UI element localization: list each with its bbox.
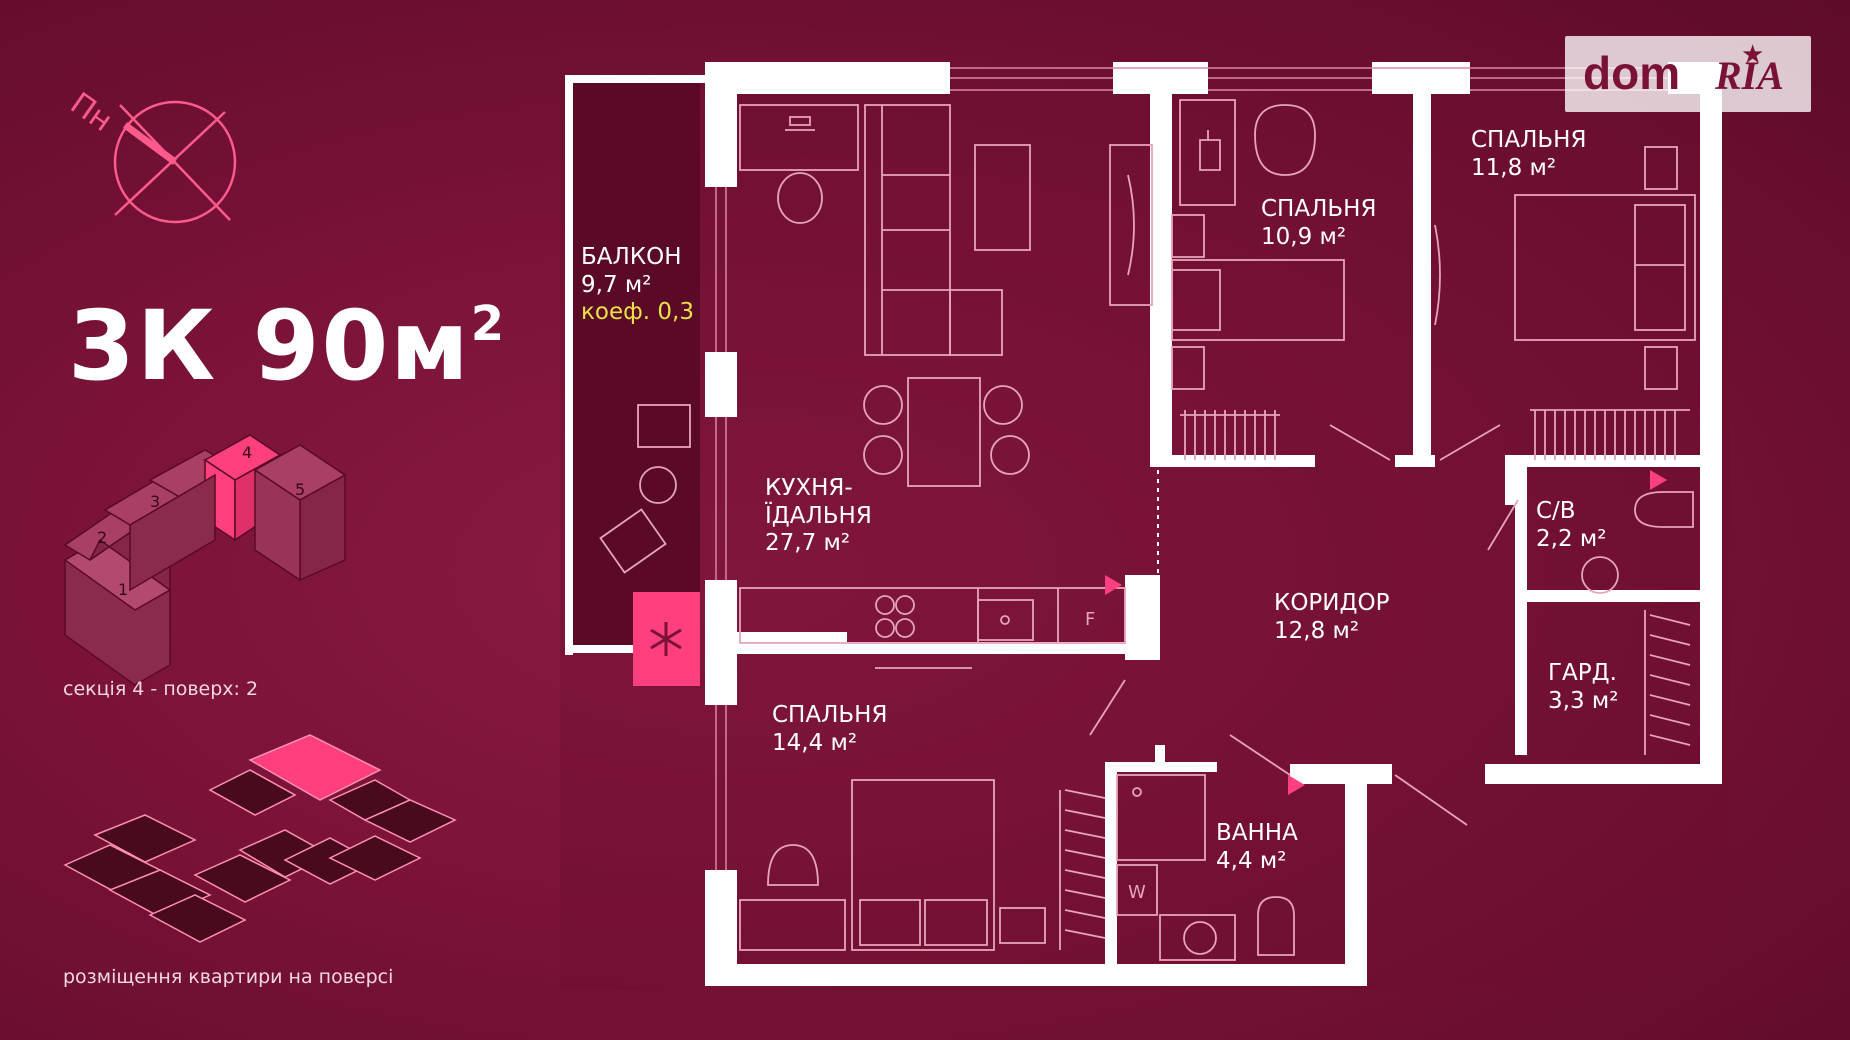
room-wardrobe-area: 3,3 м² — [1548, 687, 1619, 714]
room-bedroom-c-area: 14,4 м² — [772, 729, 858, 756]
room-bedroom-c: СПАЛЬНЯ 14,4 м² — [772, 702, 887, 757]
room-bedroom-b: СПАЛЬНЯ 11,8 м² — [1471, 127, 1586, 182]
room-bedroom-a-area: 10,9 м² — [1261, 223, 1347, 250]
outer-wall-left — [705, 62, 737, 187]
room-kitchen-name: КУХНЯ- — [765, 475, 853, 501]
room-kitchen-name2: ЇДАЛЬНЯ — [765, 502, 872, 529]
star-icon: ★ — [1741, 40, 1765, 70]
outer-wall-top — [705, 62, 950, 94]
balcony-floor — [570, 80, 700, 650]
logo-ria-text: RIA — [1715, 53, 1784, 98]
room-balcony: БАЛКОН 9,7 м² коеф. 0,3 — [581, 244, 694, 325]
room-bath-area: 4,4 м² — [1216, 847, 1287, 874]
outer-wall-bottom — [705, 964, 1367, 986]
room-wc-name: С/В — [1536, 498, 1576, 524]
room-balcony-area: 9,7 м² — [581, 271, 652, 298]
room-balcony-coef: коеф. 0,3 — [581, 299, 694, 326]
balcony-wall — [565, 75, 573, 655]
room-bath: ВАННА 4,4 м² — [1216, 820, 1298, 875]
room-wc: С/В 2,2 м² — [1536, 498, 1606, 553]
room-wardrobe: ГАРД. 3,3 м² — [1548, 660, 1618, 715]
room-corridor-name: КОРИДОР — [1274, 590, 1390, 616]
room-kitchen: КУХНЯ- ЇДАЛЬНЯ 27,7 м² — [765, 475, 872, 558]
room-bedroom-c-name: СПАЛЬНЯ — [772, 702, 888, 728]
room-wardrobe-name: ГАРД. — [1548, 660, 1617, 686]
room-bedroom-b-name: СПАЛЬНЯ — [1471, 127, 1587, 153]
furniture — [599, 99, 1696, 961]
room-bedroom-b-area: 11,8 м² — [1471, 154, 1557, 181]
room-bedroom-a-name: СПАЛЬНЯ — [1261, 196, 1377, 222]
apartment-title: 3К 90м2 — [68, 290, 507, 402]
room-wc-area: 2,2 м² — [1536, 525, 1607, 552]
asterisk-icon — [650, 622, 682, 656]
section-floor-caption: секція 4 - поверх: 2 — [63, 678, 259, 700]
room-balcony-name: БАЛКОН — [581, 244, 682, 270]
room-bath-name: ВАННА — [1216, 820, 1298, 846]
room-corridor: КОРИДОР 12,8 м² — [1274, 590, 1389, 645]
washer-label: W — [1128, 882, 1146, 903]
logo-dom-text: dom — [1583, 47, 1681, 99]
placement-caption: розміщення квартири на поверсі — [63, 966, 394, 988]
room-bedroom-a: СПАЛЬНЯ 10,9 м² — [1261, 196, 1376, 251]
outer-wall-right — [1700, 62, 1722, 784]
room-corridor-area: 12,8 м² — [1274, 617, 1360, 644]
fridge-label: F — [1085, 609, 1095, 630]
dom-ria-logo[interactable]: dom ★ RIA — [1565, 36, 1811, 112]
room-kitchen-area: 27,7 м² — [765, 530, 851, 557]
